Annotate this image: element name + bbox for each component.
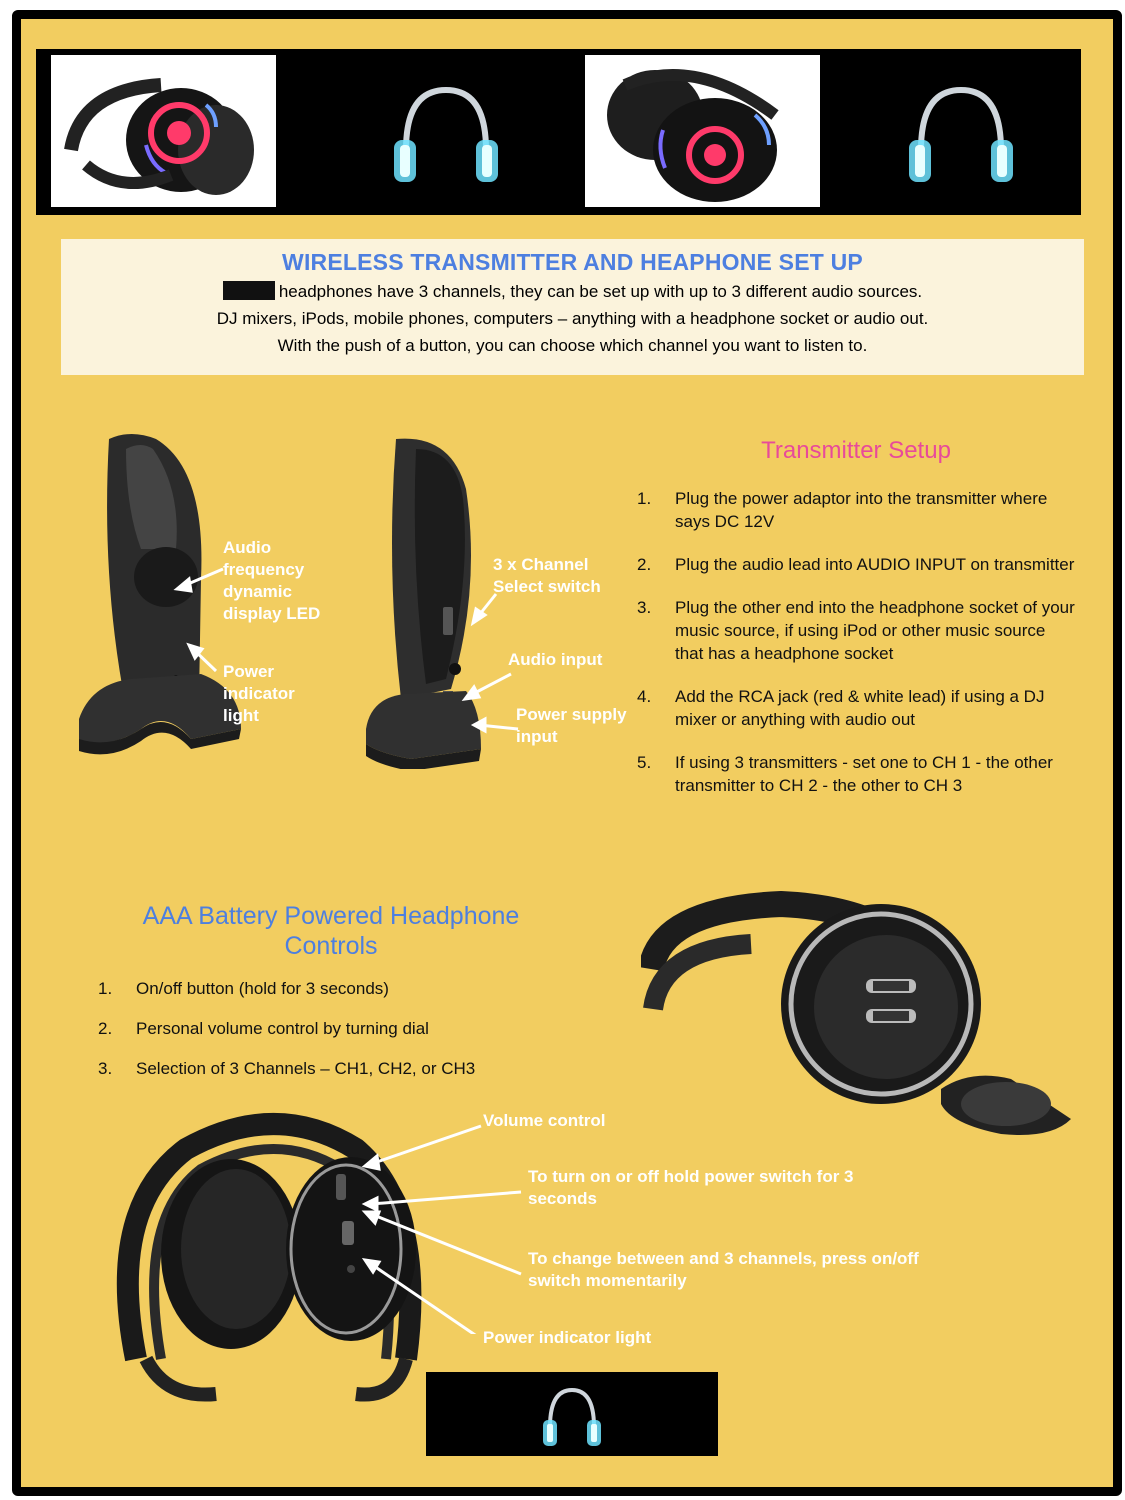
headphone-arrows <box>361 1124 522 1334</box>
intro-box: WIRELESS TRANSMITTER AND HEAPHONE SET UP… <box>61 239 1084 375</box>
label-volume-control: Volume control <box>483 1111 606 1130</box>
label-display-led: Audio frequency dynamic display LED <box>223 538 321 623</box>
label-change-channel: To change between and 3 channels, press … <box>528 1249 919 1290</box>
intro-line-3: With the push of a button, you can choos… <box>277 336 868 355</box>
headphone-glow-2 <box>851 55 1071 207</box>
label-headphone-power-light: Power indicator light <box>483 1328 652 1347</box>
list-item: 1.Plug the power adaptor into the transm… <box>637 489 1048 531</box>
list-item: 2.Plug the audio lead into AUDIO INPUT o… <box>637 555 1075 574</box>
headphone-photo-2 <box>585 55 820 207</box>
list-item: 2.Personal volume control by turning dia… <box>98 1019 429 1038</box>
label-audio-input: Audio input <box>508 650 603 669</box>
headphone-glow-1 <box>336 55 556 207</box>
intro-line-2: DJ mixers, iPods, mobile phones, compute… <box>216 309 929 328</box>
list-item: 4.Add the RCA jack (red & white lead) if… <box>637 687 1045 729</box>
label-power-input: Power supply input <box>516 705 627 746</box>
transmitter-illustration <box>79 434 519 769</box>
headphone-glow-bottom <box>426 1372 718 1456</box>
list-item: 1.On/off button (hold for 3 seconds) <box>98 979 389 998</box>
intro-line-1: headphones have 3 channels, they can be … <box>61 278 1084 305</box>
page-frame: WIRELESS TRANSMITTER AND HEAPHONE SET UP… <box>12 10 1122 1496</box>
label-power-switch: To turn on or off hold power switch for … <box>528 1167 854 1208</box>
list-item: 5.If using 3 transmitters - set one to C… <box>637 753 1053 795</box>
headphone-controls-heading: AAA Battery Powered Headphone Controls <box>142 902 520 960</box>
redacted-brand <box>222 281 275 300</box>
list-item: 3.Plug the other end into the headphone … <box>637 598 1075 663</box>
page-title: WIRELESS TRANSMITTER AND HEAPHONE SET UP <box>282 249 863 275</box>
headphone-steps: 1.On/off button (hold for 3 seconds) 2.P… <box>98 977 556 1097</box>
transmitter-setup-heading: Transmitter Setup <box>761 437 951 464</box>
list-item: 3.Selection of 3 Channels – CH1, CH2, or… <box>98 1059 476 1078</box>
battery-headphone-photo <box>641 890 1071 1135</box>
label-channel-switch: 3 x Channel Select switch <box>493 555 601 596</box>
transmitter-steps: 1.Plug the power adaptor into the transm… <box>637 487 1075 817</box>
product-banner <box>36 49 1081 215</box>
headphone-photo-1 <box>51 55 276 207</box>
label-power-light: Power indicator light <box>223 662 295 725</box>
